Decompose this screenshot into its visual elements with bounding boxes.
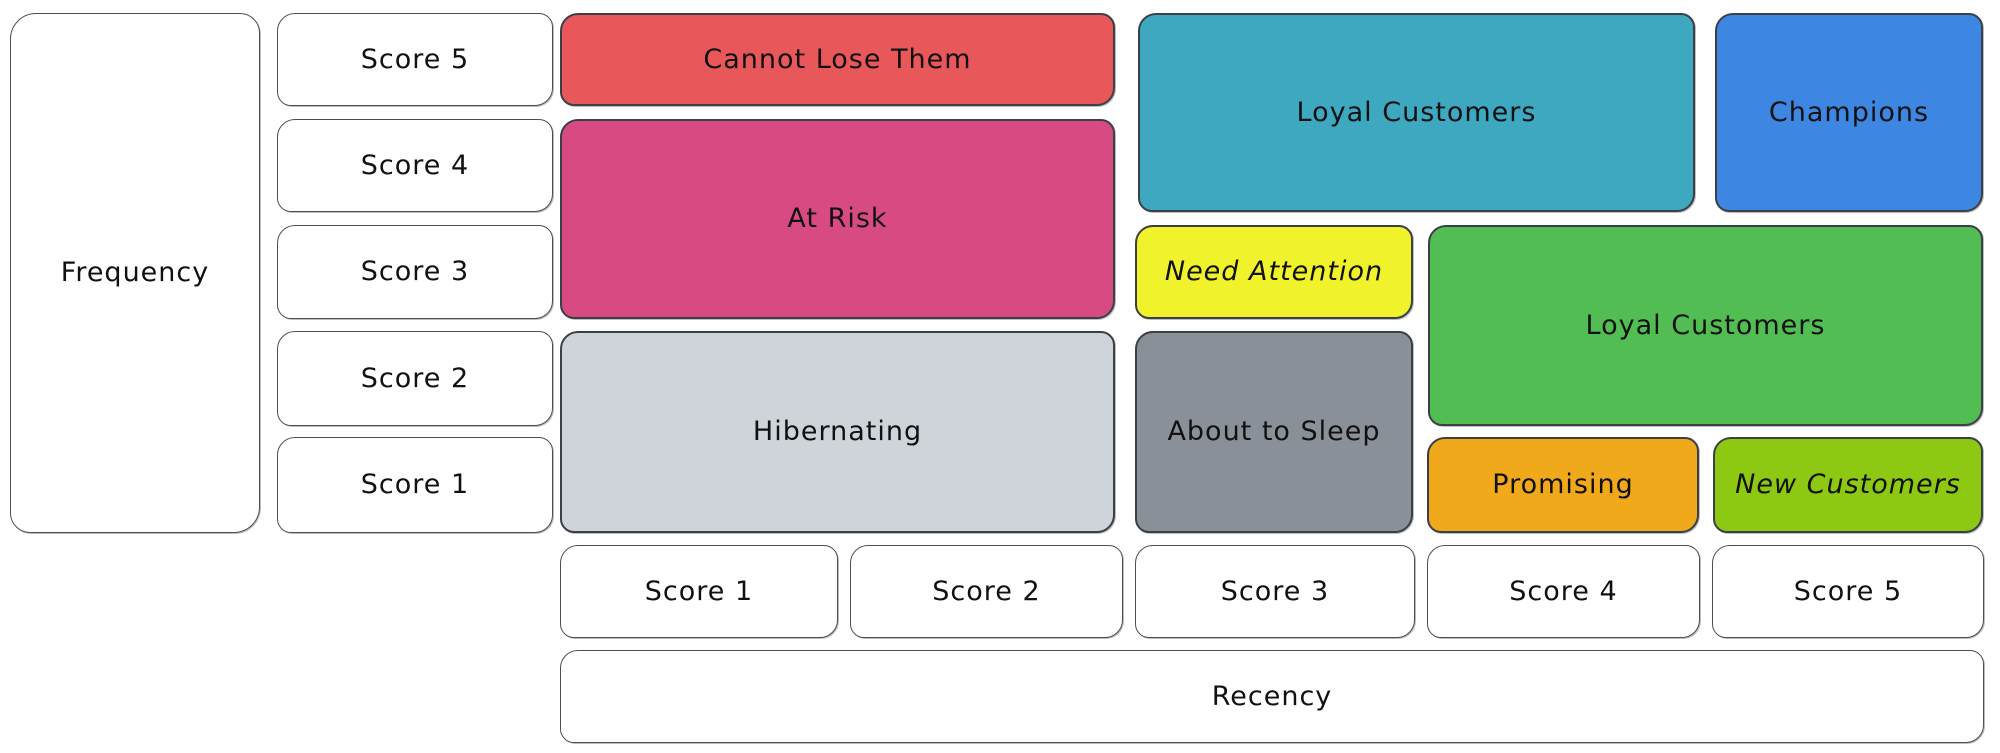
frequency-score-5-label: Score 5 — [277, 13, 553, 106]
recency-score-1-label: Score 1 — [560, 545, 838, 638]
segment-need-attention: Need Attention — [1135, 225, 1413, 319]
segment-at-risk: At Risk — [560, 119, 1115, 319]
segment-loyal-customers-green: Loyal Customers — [1428, 225, 1983, 426]
segment-new-customers: New Customers — [1713, 437, 1983, 533]
recency-score-3-label: Score 3 — [1135, 545, 1415, 638]
segment-champions: Champions — [1715, 13, 1983, 212]
segment-loyal-customers-teal: Loyal Customers — [1138, 13, 1695, 212]
segment-promising: Promising — [1427, 437, 1699, 533]
segment-about-to-sleep: About to Sleep — [1135, 331, 1413, 533]
recency-score-4-label: Score 4 — [1427, 545, 1700, 638]
frequency-score-4-label: Score 4 — [277, 119, 553, 212]
recency-score-5-label: Score 5 — [1712, 545, 1984, 638]
frequency-axis-label: Frequency — [10, 13, 260, 533]
segment-hibernating: Hibernating — [560, 331, 1115, 533]
frequency-score-3-label: Score 3 — [277, 225, 553, 319]
segment-cannot-lose-them: Cannot Lose Them — [560, 13, 1115, 106]
frequency-score-2-label: Score 2 — [277, 331, 553, 426]
frequency-score-1-label: Score 1 — [277, 437, 553, 533]
recency-axis-label: Recency — [560, 650, 1984, 743]
recency-score-2-label: Score 2 — [850, 545, 1123, 638]
